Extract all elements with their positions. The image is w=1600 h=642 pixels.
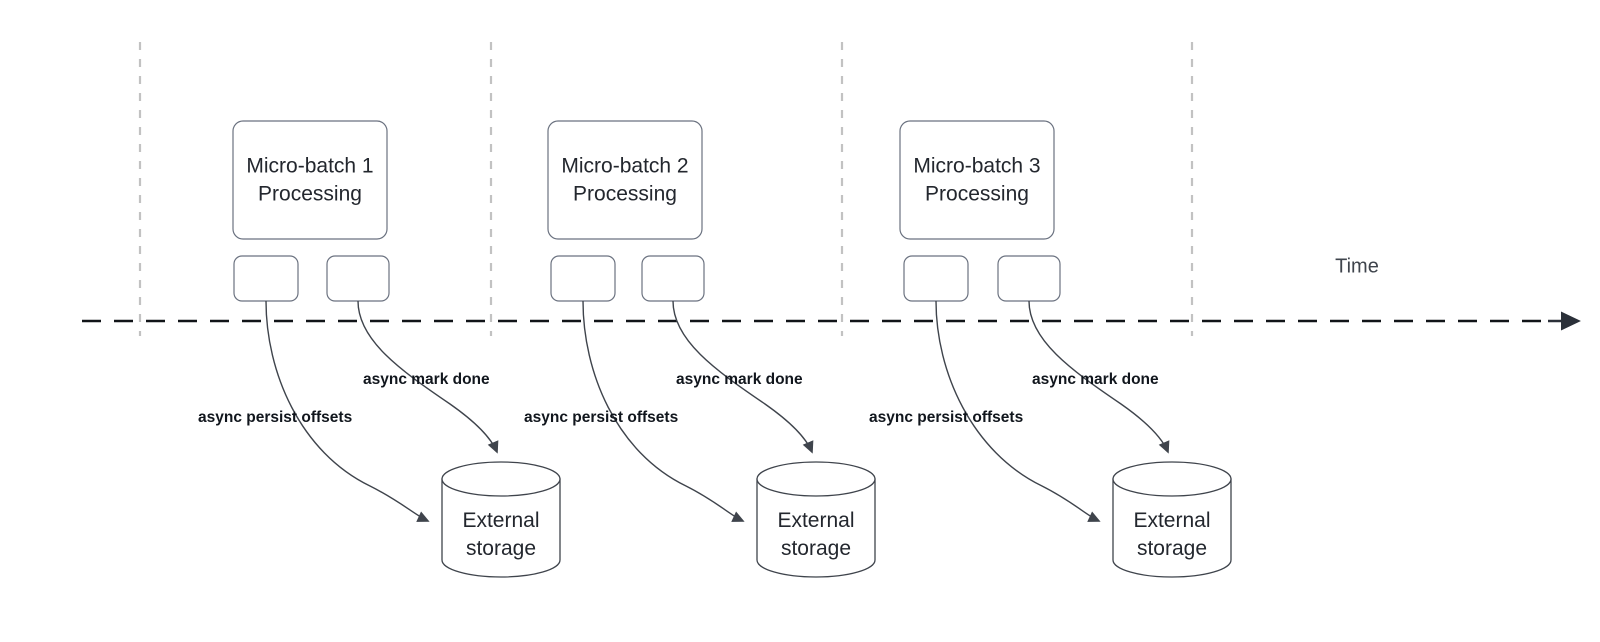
batch-2-async-persist-offsets-edge [582, 300, 745, 522]
micro-batch-2-title: Micro-batch 2 [561, 155, 688, 178]
external-storage-2-top-ellipse [756, 461, 876, 497]
micro-batch-1-box-shape [232, 120, 388, 240]
micro-batch-3-processing-box[interactable]: Micro-batch 3 Processing [899, 120, 1055, 240]
batch-3-async-persist-offsets-edge-label: async persist offsets [869, 409, 1023, 426]
external-storage-3-top-ellipse [1112, 461, 1232, 497]
external-storage-1-body [441, 478, 561, 578]
micro-batch-3-title: Micro-batch 3 [913, 155, 1040, 178]
batch-1-async-mark-done-edge [357, 300, 499, 454]
external-storage-3[interactable]: External storage [1112, 461, 1232, 578]
external-storage-1-label-line1: External [462, 509, 539, 532]
micro-batch-3-box-shape [899, 120, 1055, 240]
batch-2-offset-commit-box[interactable] [550, 255, 616, 302]
batch-2-mark-done-box[interactable] [641, 255, 705, 302]
external-storage-2-label-line1: External [777, 509, 854, 532]
external-storage-3-label-line1: External [1133, 509, 1210, 532]
batch-1-mark-done-box[interactable] [326, 255, 390, 302]
batch-2-async-mark-done-edge-label: async mark done [676, 371, 803, 388]
micro-batch-1-title: Micro-batch 1 [246, 155, 373, 178]
external-storage-1-top-ellipse [441, 461, 561, 497]
external-storage-1[interactable]: External storage [441, 461, 561, 578]
batch-2-async-mark-done-edge [672, 300, 814, 454]
external-storage-2[interactable]: External storage [756, 461, 876, 578]
time-axis-label: Time [1335, 255, 1379, 277]
batch-1-offset-commit-box[interactable] [233, 255, 299, 302]
timeline-axis-group: Time [82, 255, 1581, 331]
external-storage-3-body [1112, 478, 1232, 578]
external-storage-2-label-line2: storage [781, 537, 851, 560]
timeline-tick-group [138, 42, 1194, 336]
micro-batch-2-box-shape [547, 120, 703, 240]
batch-3-async-mark-done-edge-label: async mark done [1032, 371, 1159, 388]
batch-3-mark-done-box[interactable] [997, 255, 1061, 302]
batch-1-async-persist-offsets-edge-label: async persist offsets [198, 409, 352, 426]
batch-3-offset-commit-box[interactable] [903, 255, 969, 302]
micro-batch-1-subtitle: Processing [258, 183, 362, 206]
micro-batch-2-subtitle: Processing [573, 183, 677, 206]
external-storage-3-label-line2: storage [1137, 537, 1207, 560]
external-storage-1-label-line2: storage [466, 537, 536, 560]
micro-batch-1-processing-box[interactable]: Micro-batch 1 Processing [232, 120, 388, 240]
micro-batch-3-subtitle: Processing [925, 183, 1029, 206]
batch-3-async-mark-done-edge [1028, 300, 1170, 454]
micro-batch-2-processing-box[interactable]: Micro-batch 2 Processing [547, 120, 703, 240]
batch-2-async-persist-offsets-edge-label: async persist offsets [524, 409, 678, 426]
external-storage-2-body [756, 478, 876, 578]
batch-1-async-persist-offsets-edge [265, 300, 430, 522]
batch-3-async-persist-offsets-edge [935, 300, 1101, 522]
batch-1-async-mark-done-edge-label: async mark done [363, 371, 490, 388]
